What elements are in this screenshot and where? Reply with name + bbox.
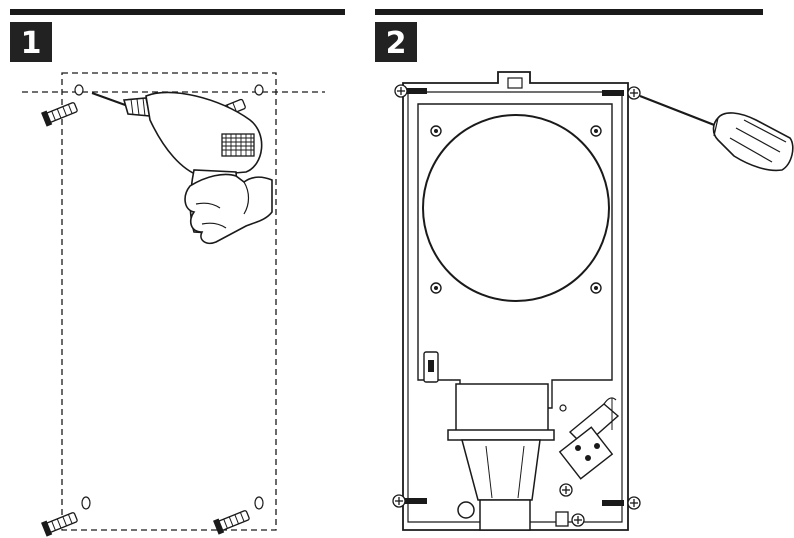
drill-hole-icon	[254, 496, 264, 510]
switch-icon	[423, 351, 439, 383]
step-1-number: 1	[21, 26, 42, 61]
screw-icon	[602, 496, 641, 510]
screw-icon	[392, 494, 427, 508]
earth-terminal-icon	[555, 483, 585, 527]
wall-plug-icon	[41, 512, 78, 537]
top-rule-right	[375, 9, 763, 15]
screw-icon	[602, 86, 641, 100]
step-1-panel	[22, 72, 325, 537]
step-1-badge: 1	[10, 22, 52, 62]
cable-duct	[447, 383, 555, 531]
fan-opening	[422, 114, 610, 302]
hand-icon	[184, 173, 273, 245]
screw-icon	[394, 84, 427, 98]
step-2-number: 2	[386, 26, 407, 61]
step-2-badge: 2	[375, 22, 417, 62]
drill-hole-icon	[254, 84, 264, 96]
drill-hole-icon	[81, 496, 91, 510]
step-2-panel	[392, 71, 794, 531]
vent-grille-icon	[221, 133, 255, 157]
terminal-block-icon	[558, 397, 620, 480]
wall-plug-icon	[213, 510, 250, 535]
drill-hole-icon	[74, 84, 84, 96]
wall-plug-icon	[41, 102, 78, 127]
screwdriver-icon	[639, 94, 794, 172]
mounting-outline	[61, 72, 277, 531]
top-rule-left	[10, 9, 345, 15]
